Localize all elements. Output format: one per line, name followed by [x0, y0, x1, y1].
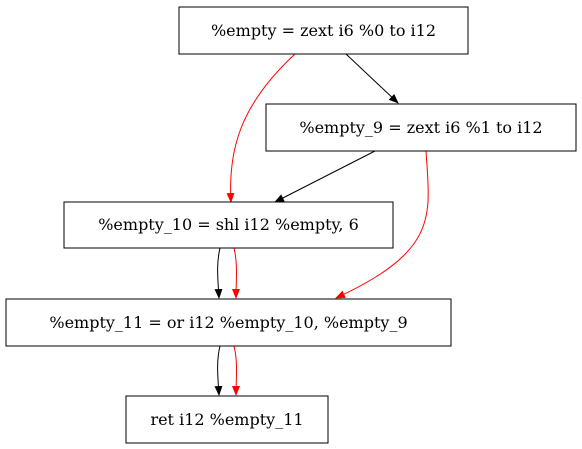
node-label: %empty_11 = or i12 %empty_10, %empty_9 — [49, 313, 407, 332]
node-box — [5, 298, 452, 347]
node-empty9: %empty_9 = zext i6 %1 to i12 — [265, 103, 577, 152]
edge-empty9-to-empty11-order — [335, 150, 429, 299]
edge-empty-to-empty10-order — [226, 53, 296, 203]
edge-empty11-to-ret — [214, 345, 223, 396]
node-box — [265, 103, 577, 152]
node-empty: %empty = zext i6 %0 to i12 — [178, 6, 469, 55]
node-ret: ret i12 %empty_11 — [125, 395, 329, 444]
node-box — [125, 395, 329, 444]
edge-empty10-to-empty11-order — [232, 247, 241, 299]
node-empty10: %empty_10 = shl i12 %empty, 6 — [63, 201, 394, 249]
node-empty11: %empty_11 = or i12 %empty_10, %empty_9 — [5, 298, 452, 347]
node-label: %empty_10 = shl i12 %empty, 6 — [98, 215, 359, 234]
edges — [214, 53, 429, 396]
edge-empty9-to-empty10 — [274, 150, 376, 203]
node-label: %empty_9 = zext i6 %1 to i12 — [299, 118, 542, 137]
node-box — [178, 6, 469, 55]
node-label: %empty = zext i6 %0 to i12 — [211, 21, 436, 40]
edge-empty-to-empty9 — [345, 53, 399, 104]
node-box — [63, 201, 394, 249]
edge-empty11-to-ret-order — [232, 345, 241, 396]
edge-empty10-to-empty11 — [214, 247, 223, 299]
node-label: ret i12 %empty_11 — [150, 410, 303, 429]
